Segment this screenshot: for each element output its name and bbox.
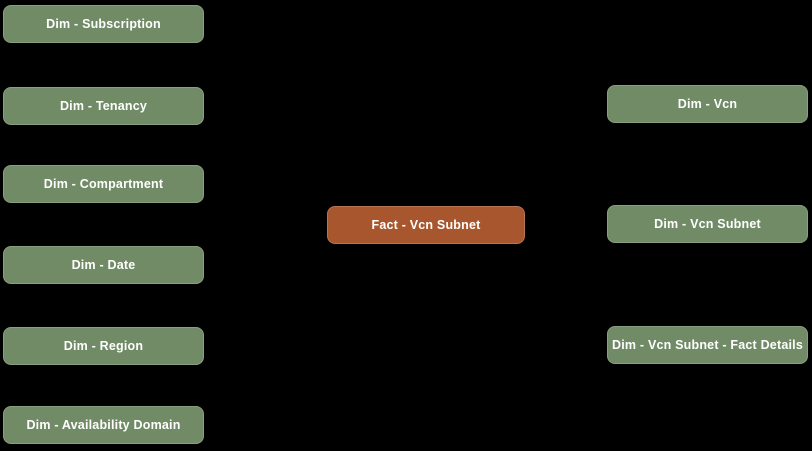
node-label: Dim - Compartment	[43, 177, 164, 191]
node-label: Dim - Availability Domain	[26, 418, 181, 432]
node-fact-vcn-subnet[interactable]: Fact - Vcn Subnet	[327, 206, 525, 244]
node-label: Dim - Vcn Subnet	[654, 217, 761, 231]
node-label: Dim - Tenancy	[59, 99, 148, 113]
node-label: Dim - Subscription	[46, 17, 161, 31]
node-dim-vcn-subnet-fact-details[interactable]: Dim - Vcn Subnet - Fact Details	[607, 326, 808, 364]
node-dim-availability-domain[interactable]: Dim - Availability Domain	[3, 406, 204, 444]
node-label: Dim - Vcn Subnet - Fact Details	[612, 338, 803, 352]
node-dim-date[interactable]: Dim - Date	[3, 246, 204, 284]
node-label: Dim - Vcn	[677, 97, 738, 111]
node-dim-subscription[interactable]: Dim - Subscription	[3, 5, 204, 43]
node-dim-vcn[interactable]: Dim - Vcn	[607, 85, 808, 123]
node-label: Dim - Region	[63, 339, 144, 353]
node-dim-region[interactable]: Dim - Region	[3, 327, 204, 365]
node-dim-compartment[interactable]: Dim - Compartment	[3, 165, 204, 203]
node-dim-vcn-subnet[interactable]: Dim - Vcn Subnet	[607, 205, 808, 243]
node-label: Dim - Date	[71, 258, 136, 272]
node-label: Fact - Vcn Subnet	[371, 218, 481, 232]
node-dim-tenancy[interactable]: Dim - Tenancy	[3, 87, 204, 125]
